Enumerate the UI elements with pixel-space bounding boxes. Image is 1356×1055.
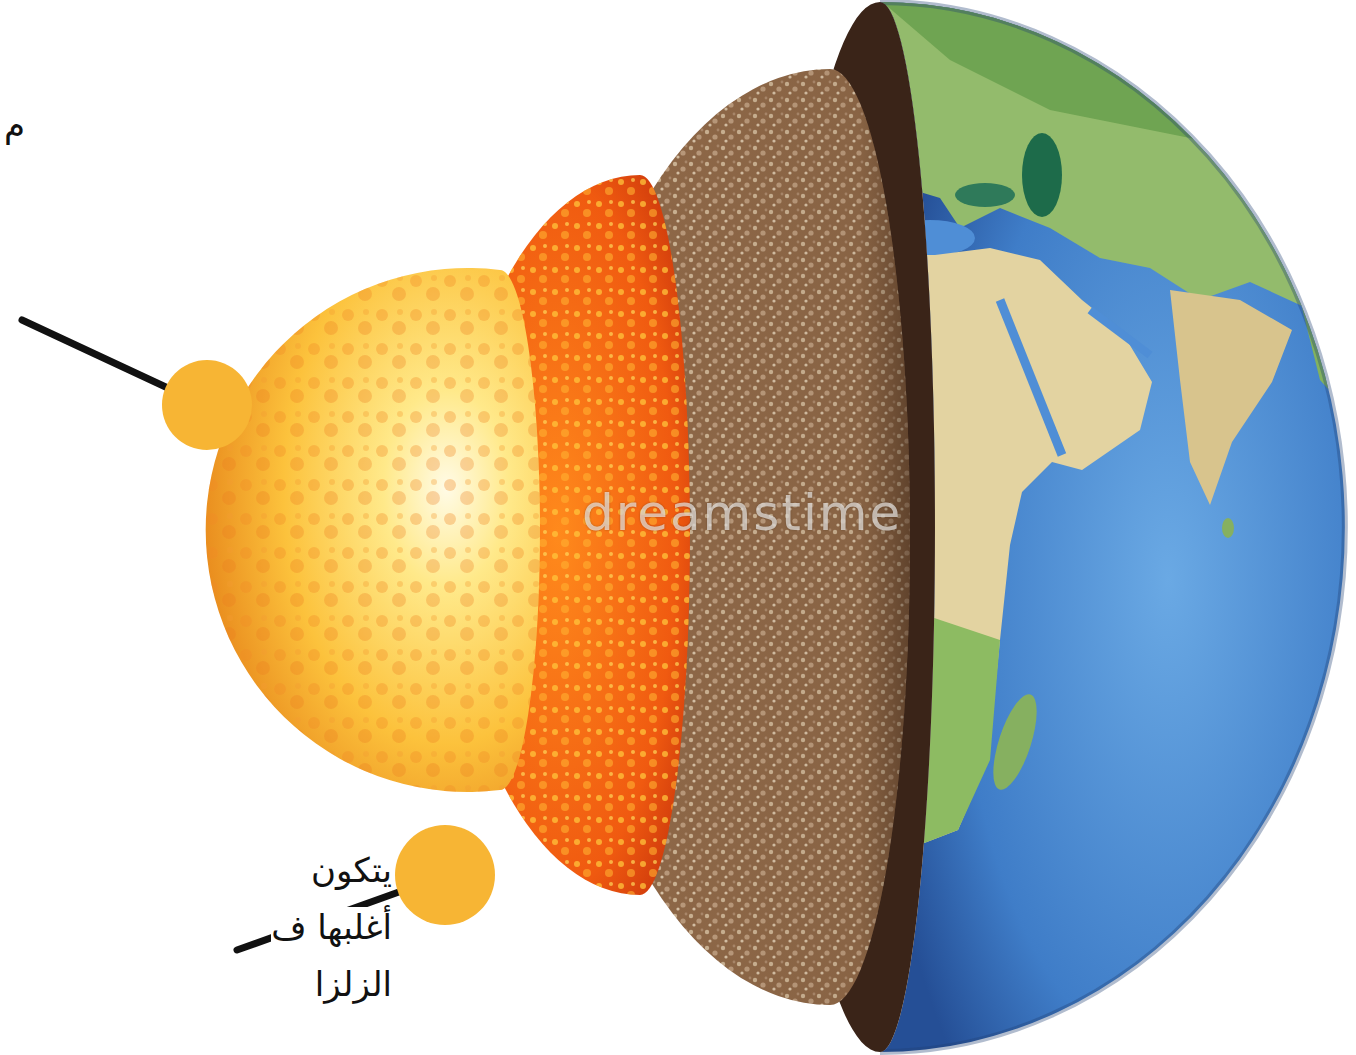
sri-lanka — [1222, 518, 1234, 538]
callout-text: م — [4, 105, 25, 145]
globe-rim — [880, 2, 1345, 1052]
callout-dot — [162, 360, 252, 450]
inner-core — [206, 268, 540, 792]
callout-dot — [395, 825, 495, 925]
watermark: dreamstime — [582, 484, 902, 542]
callout-text-block: يتكون أغلبها ف الزلزا — [263, 842, 392, 1013]
southeast-asia — [1300, 290, 1356, 420]
callout-text-block: م — [4, 104, 25, 147]
black-sea — [955, 183, 1015, 207]
northern-land — [880, 0, 1356, 140]
persian-gulf — [1090, 310, 1150, 355]
red-sea — [1000, 300, 1062, 455]
india — [1170, 290, 1292, 505]
inner-core-texture — [206, 268, 540, 792]
madagascar — [984, 690, 1045, 795]
callout-text: يتكون أغلبها ف الزلزا — [271, 850, 392, 1004]
watermark-block: dreamstime — [582, 482, 902, 545]
continents — [880, 0, 1356, 860]
leader-line — [22, 320, 185, 396]
caspian-sea — [1022, 133, 1062, 217]
